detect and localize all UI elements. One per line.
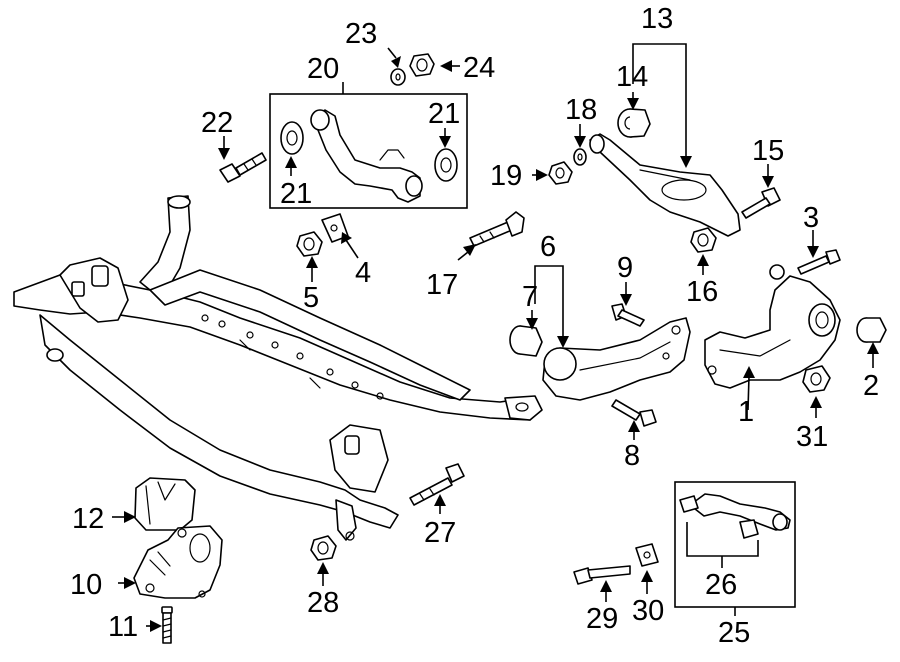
callout-6: 6 — [540, 231, 556, 263]
bolt-27 — [409, 463, 465, 506]
callout-10: 10 — [70, 569, 102, 601]
callout-4: 4 — [355, 257, 371, 289]
callout-5: 5 — [303, 282, 319, 314]
callout-14: 14 — [616, 61, 648, 93]
bolt-15 — [741, 187, 781, 219]
callout-20: 20 — [307, 53, 339, 85]
callout-24: 24 — [463, 52, 495, 84]
crossmember — [13, 195, 543, 541]
callout-18: 18 — [565, 94, 597, 126]
nut-5 — [296, 231, 323, 257]
callout-16: 16 — [686, 276, 718, 308]
bolt-3 — [797, 249, 841, 275]
washer-18 — [573, 148, 587, 166]
leader-lines — [112, 43, 879, 632]
callout-21-left: 21 — [280, 178, 312, 210]
bolt-8 — [611, 399, 657, 427]
callout-27: 27 — [424, 517, 456, 549]
nut-31 — [802, 365, 831, 393]
callout-29: 29 — [586, 603, 618, 635]
callout-17: 17 — [426, 269, 458, 301]
plate-30 — [635, 543, 659, 567]
bolt-17 — [469, 211, 525, 247]
callout-30: 30 — [632, 595, 664, 627]
callout-26: 26 — [705, 569, 737, 601]
callout-25: 25 — [718, 617, 750, 649]
callout-19: 19 — [490, 160, 522, 192]
callout-7: 7 — [522, 281, 538, 313]
callout-31: 31 — [796, 421, 828, 453]
arm-6 — [542, 317, 691, 401]
nut-19 — [548, 161, 573, 185]
insulator-12 — [134, 477, 196, 531]
callout-28: 28 — [307, 587, 339, 619]
callout-11: 11 — [108, 611, 138, 643]
callout-12: 12 — [72, 503, 104, 535]
bolt-11 — [161, 606, 173, 644]
callout-21-right: 21 — [428, 98, 460, 130]
bolt-22 — [219, 152, 267, 183]
nut-16 — [690, 227, 717, 253]
callout-23: 23 — [345, 18, 377, 50]
callout-2: 2 — [863, 370, 879, 402]
upper-arm-20 — [269, 93, 468, 209]
nut-24 — [409, 53, 435, 77]
callout-8: 8 — [624, 440, 640, 472]
callout-1: 1 — [738, 396, 754, 428]
bracket-10 — [133, 525, 223, 599]
callout-15: 15 — [752, 135, 784, 167]
callout-13: 13 — [641, 3, 673, 35]
callout-labels: 1 2 3 4 5 6 7 8 9 10 11 12 13 14 15 16 1… — [70, 3, 879, 649]
bolt-9 — [611, 303, 645, 327]
washer-23 — [390, 68, 406, 86]
bushing-7 — [509, 325, 543, 357]
bushing-14 — [617, 108, 651, 138]
bushing-2 — [856, 317, 887, 343]
knuckle-1 — [704, 264, 841, 389]
lower-arm-13 — [589, 133, 741, 237]
callout-9: 9 — [617, 252, 633, 284]
callout-22: 22 — [201, 107, 233, 139]
callout-3: 3 — [803, 202, 819, 234]
bolt-29 — [573, 565, 631, 585]
nut-28 — [310, 535, 337, 561]
